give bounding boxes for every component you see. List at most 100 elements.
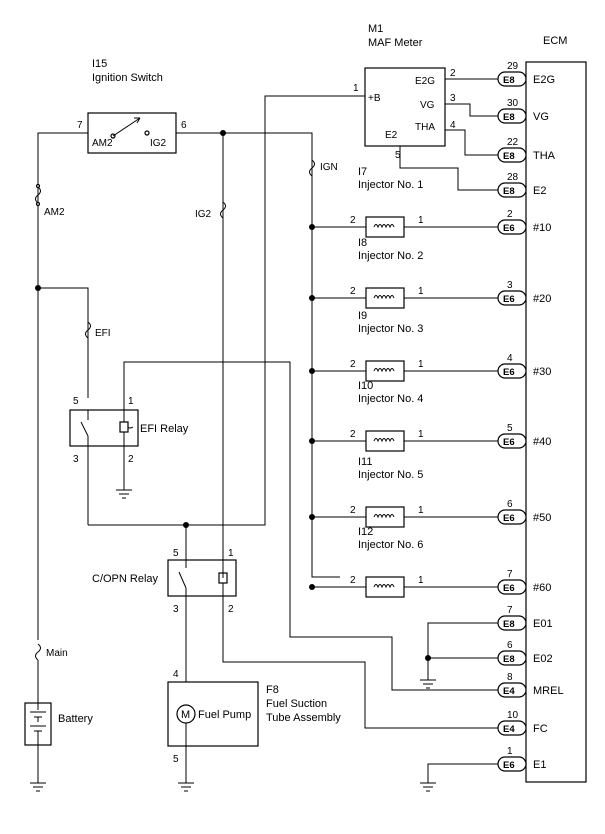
ign-pin-ig2: IG2 bbox=[150, 138, 167, 149]
ecm-connector-label: E8 bbox=[503, 112, 515, 123]
injector-name: Injector No. 6 bbox=[358, 539, 423, 551]
fuel-pump-motor: M bbox=[181, 709, 190, 721]
ecm-terminal-name: #40 bbox=[533, 436, 551, 448]
ecm-terminal-number: 10 bbox=[507, 710, 519, 721]
ecm-connector-label: E4 bbox=[503, 724, 515, 735]
efi-p2: 2 bbox=[128, 454, 134, 465]
injector-code: I7 bbox=[358, 166, 367, 178]
ecm-terminal-number: 4 bbox=[507, 353, 513, 364]
ign-num-right: 6 bbox=[181, 120, 187, 131]
maf-num-e2g: 2 bbox=[450, 68, 456, 79]
ecm-terminal-name: #30 bbox=[533, 366, 551, 378]
ecm-terminal-7: E6 5 #40 bbox=[497, 423, 551, 449]
fuel-pump-code: F8 bbox=[266, 684, 279, 696]
fuel-pump-name: Fuel Pump bbox=[198, 709, 251, 721]
ecm-terminal-name: MREL bbox=[533, 685, 564, 697]
ecm-terminals: E829E2GE830VGE822THAE828E2E62#10E63#20E6… bbox=[497, 61, 564, 772]
fuel-pump: M Fuel Pump F8 Fuel Suction Tube Assembl… bbox=[167, 669, 341, 792]
maf-code: M1 bbox=[368, 23, 383, 35]
injector-pin-right: 1 bbox=[418, 359, 424, 370]
fuse-ig2: IG2 bbox=[195, 209, 212, 220]
fuse-am2: AM2 bbox=[44, 207, 65, 218]
ecm-terminal-6: E64#30 bbox=[497, 353, 551, 379]
injector-code: I12 bbox=[358, 526, 373, 538]
ecm-terminal-name: #60 bbox=[533, 582, 551, 594]
battery: Battery bbox=[24, 660, 93, 792]
ecm-terminal-name: FC bbox=[533, 723, 548, 735]
injector-name: Injector No. 1 bbox=[358, 179, 423, 191]
injector-code: I11 bbox=[358, 456, 372, 468]
fuel-pump-p4: 4 bbox=[173, 669, 179, 680]
ign-switch-name: Ignition Switch bbox=[92, 72, 163, 84]
injector-pin-left: 2 bbox=[350, 286, 356, 297]
ecm-connector-label: E6 bbox=[503, 583, 515, 594]
efi-relay-name: EFI Relay bbox=[140, 423, 189, 435]
ecm-terminal-number: 5 bbox=[507, 423, 513, 434]
ign-pin-am2: AM2 bbox=[92, 138, 113, 149]
injector-pin-right: 1 bbox=[418, 286, 424, 297]
ign-switch-code: I15 bbox=[92, 58, 107, 70]
ecm-connector-label: E6 bbox=[503, 437, 515, 448]
injector-name: Injector No. 2 bbox=[358, 250, 423, 262]
maf-pin-b: +B bbox=[368, 93, 381, 104]
injector-code: I8 bbox=[358, 237, 367, 249]
ecm-connector-label: E6 bbox=[503, 760, 515, 771]
injector-pin-right: 1 bbox=[418, 505, 424, 516]
ecm-connector-label: E8 bbox=[503, 654, 515, 665]
maf-meter: M1 MAF Meter +B E2G VG THA E2 1 2 3 4 5 bbox=[88, 23, 498, 526]
injector-pin-left: 2 bbox=[350, 505, 356, 516]
ecm-terminal-number: 30 bbox=[507, 98, 519, 109]
ecm-terminal-number: 1 bbox=[507, 746, 513, 757]
ecm-terminal-name: E1 bbox=[533, 759, 546, 771]
efi-p5: 5 bbox=[73, 396, 79, 407]
injector-pin-left: 2 bbox=[350, 359, 356, 370]
ecm-terminal-name: E02 bbox=[533, 653, 553, 665]
injector-name: Injector No. 3 bbox=[358, 323, 423, 335]
ecm-terminal-number: 8 bbox=[507, 672, 513, 683]
injector-name: Injector No. 4 bbox=[358, 393, 423, 405]
fuses: AM2 IG2 IGN EFI Main bbox=[35, 159, 338, 661]
maf-pin-vg: VG bbox=[420, 100, 435, 111]
injector-name: Injector No. 5 bbox=[358, 469, 423, 481]
copn-p2: 2 bbox=[228, 604, 234, 615]
ecm-connector-label: E8 bbox=[503, 619, 515, 630]
ecm-terminal-number: 6 bbox=[507, 499, 513, 510]
ecm-connector-label: E8 bbox=[503, 186, 515, 197]
fuse-efi: EFI bbox=[95, 328, 111, 339]
ecm-terminal-number: 3 bbox=[507, 280, 513, 291]
injector-pin-right: 1 bbox=[418, 215, 424, 226]
battery-name: Battery bbox=[58, 713, 93, 725]
ecm-terminal-5: E63#20 bbox=[497, 280, 551, 306]
injector-pin-left: 2 bbox=[350, 429, 356, 440]
ecm-title: ECM bbox=[543, 35, 567, 47]
ecm-connector-label: E6 bbox=[503, 294, 515, 305]
ecm-terminal-8: E66#50 bbox=[497, 499, 551, 525]
ecm-terminal-number: 7 bbox=[507, 605, 513, 616]
ecm-terminal-14: E6 1E1 bbox=[497, 746, 546, 772]
ecm-terminal-number: 29 bbox=[507, 61, 519, 72]
efi-p3: 3 bbox=[73, 454, 79, 465]
maf-num-e2: 5 bbox=[395, 150, 401, 161]
injector-pin-left: 2 bbox=[350, 215, 356, 226]
ecm-terminal-9: E67#60 bbox=[497, 569, 551, 595]
ecm-terminal-name: E2G bbox=[533, 74, 555, 86]
fuse-ign: IGN bbox=[320, 162, 338, 173]
ecm-terminal-number: 6 bbox=[507, 640, 513, 651]
copn-relay: C/OPN Relay 5 1 3 2 bbox=[92, 548, 498, 729]
ecm-connector-label: E8 bbox=[503, 75, 515, 86]
ecm-terminal-name: E2 bbox=[533, 185, 546, 197]
copn-p1: 1 bbox=[228, 548, 234, 559]
injector-pin-right: 1 bbox=[418, 575, 424, 586]
fuel-pump-line2: Tube Assembly bbox=[266, 712, 341, 724]
